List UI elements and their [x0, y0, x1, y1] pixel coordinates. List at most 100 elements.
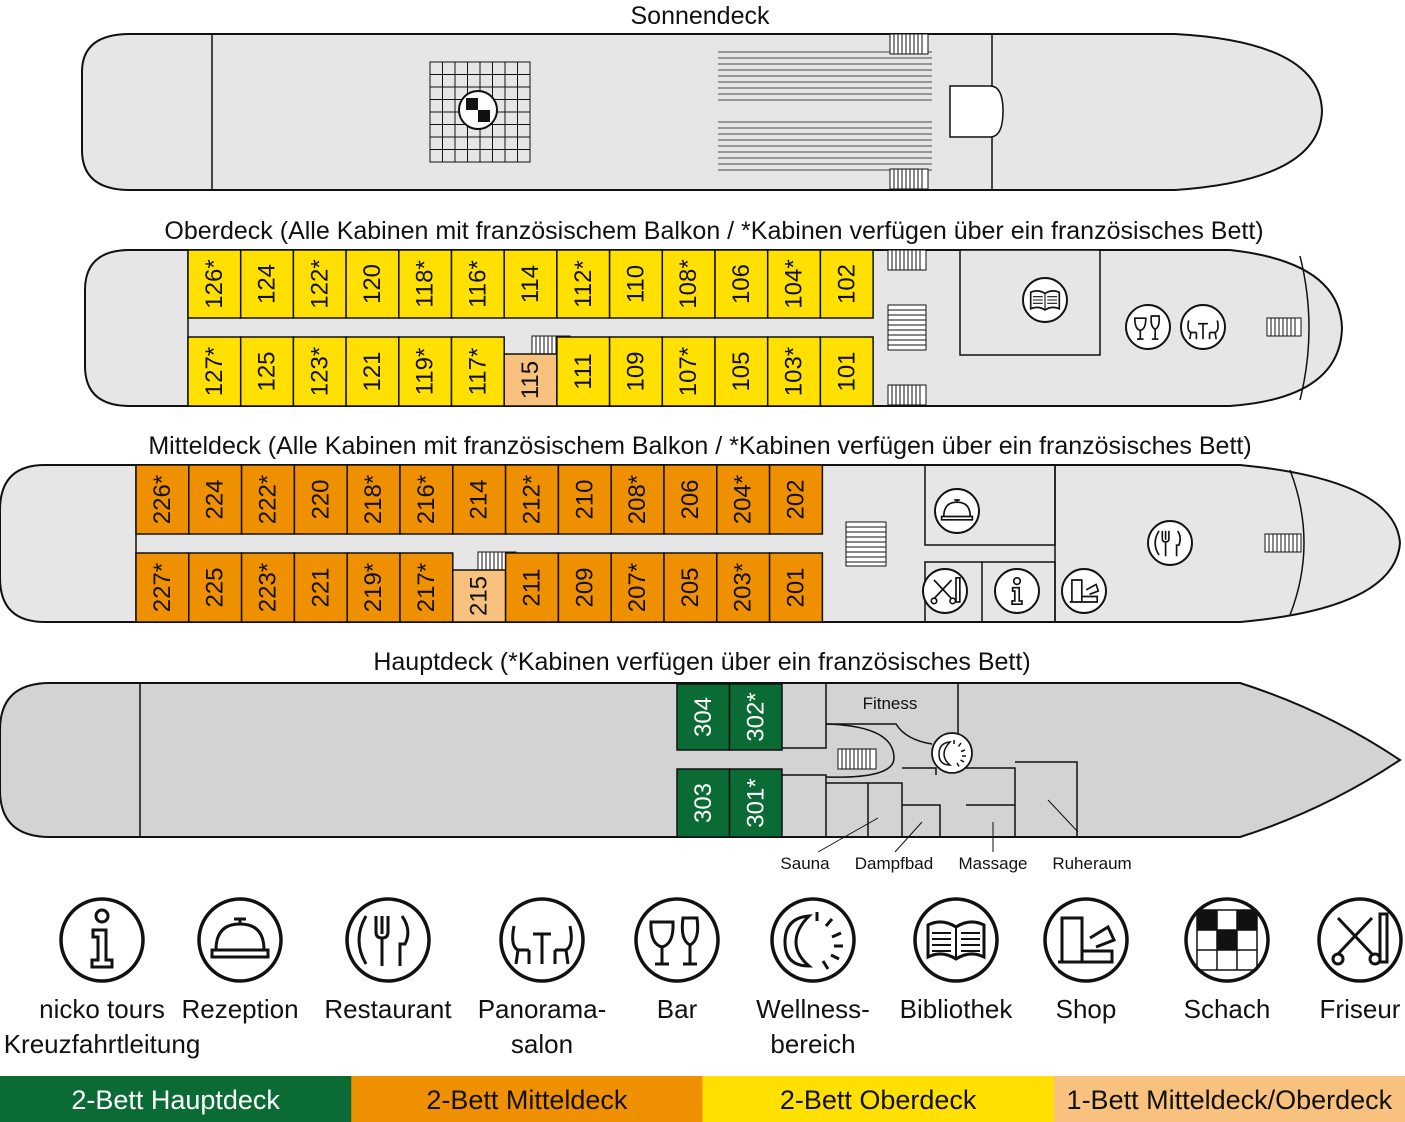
cabin-211[interactable]: 211	[504, 552, 560, 623]
cabin-119[interactable]: 119*	[398, 336, 453, 407]
cash-register-icon	[1043, 897, 1129, 983]
stairs	[887, 384, 927, 406]
cabin-number: 119*	[412, 348, 439, 396]
cabin-217[interactable]: 217*	[399, 552, 454, 623]
cabin-117[interactable]: 117*	[450, 336, 505, 407]
legend-item-scissors-comb: Friseur	[1317, 897, 1403, 1024]
cabin-number: 225	[202, 567, 229, 607]
cabin-223[interactable]: 223*	[240, 552, 296, 623]
cabin-224[interactable]: 224	[188, 464, 243, 535]
cabin-204[interactable]: 204*	[716, 464, 771, 535]
cabin-302[interactable]: 302*	[728, 683, 783, 751]
cabin-102[interactable]: 102	[819, 249, 874, 319]
cabin-123[interactable]: 123*	[292, 336, 347, 407]
cabin-127[interactable]: 127*	[187, 336, 242, 407]
cabin-216[interactable]: 216*	[399, 464, 454, 535]
cabin-101[interactable]: 101	[819, 336, 874, 407]
cabin-207[interactable]: 207*	[610, 552, 665, 623]
cabin-214[interactable]: 214	[452, 464, 507, 535]
cabin-203[interactable]: 203*	[716, 552, 771, 623]
legend-label: Bar	[657, 994, 698, 1024]
cabin-206[interactable]: 206	[663, 464, 718, 535]
fitness-label: Fitness	[863, 694, 918, 713]
legend-item-chess-board: Schach	[1184, 897, 1270, 1024]
legend-item-wine-glasses: Bar	[634, 897, 720, 1024]
reception-bell-icon	[197, 897, 283, 983]
cabin-number: 117*	[464, 348, 491, 396]
cabin-number: 112*	[570, 260, 597, 308]
sun-icon	[770, 897, 856, 983]
cutlery-plate-icon	[345, 897, 431, 983]
cabin-301[interactable]: 301*	[728, 768, 783, 838]
cabin-number: 105	[728, 351, 755, 391]
category-label: 2-Bett Mitteldeck	[426, 1085, 628, 1115]
cabin-114[interactable]: 114	[503, 249, 558, 319]
cabin-111[interactable]: 111	[556, 336, 611, 407]
cabin-220[interactable]: 220	[293, 464, 348, 535]
dampfbad-label: Dampfbad	[855, 854, 933, 873]
cabin-122[interactable]: 122*	[292, 249, 347, 319]
cabin-124[interactable]: 124	[239, 249, 295, 319]
cabin-201[interactable]: 201	[768, 552, 824, 623]
cabin-226[interactable]: 226*	[135, 464, 190, 535]
cabin-205[interactable]: 205	[663, 552, 718, 623]
cabin-210[interactable]: 210	[557, 464, 612, 535]
cabin-126[interactable]: 126*	[187, 249, 242, 319]
cabin-304[interactable]: 304	[676, 683, 731, 751]
cabin-104[interactable]: 104*	[766, 249, 822, 319]
cabin-215-single[interactable]: 215	[452, 569, 507, 623]
legend-item-sun: Wellness-bereich	[756, 897, 870, 1059]
stairs	[845, 521, 887, 567]
reception-bell-icon	[934, 488, 980, 534]
cabin-number: 202	[783, 479, 810, 519]
cabin-number: 214	[466, 479, 493, 519]
cabin-109[interactable]: 109	[608, 336, 664, 407]
cabin-number: 226*	[149, 475, 176, 524]
cabin-number: 223*	[255, 563, 282, 612]
legend-label: bereich	[770, 1029, 855, 1059]
cabin-number: 216*	[413, 475, 440, 524]
cabin-303[interactable]: 303	[676, 768, 731, 838]
cabin-105[interactable]: 105	[714, 336, 769, 407]
cabin-115-single[interactable]: 115	[503, 353, 558, 407]
cabin-225[interactable]: 225	[188, 552, 243, 623]
stairs	[889, 33, 929, 55]
legend-item-reception-bell: Rezeption	[181, 897, 299, 1024]
legend-item-lounge-table: Panorama-salon	[478, 897, 606, 1059]
cabin-number: 208*	[624, 475, 651, 524]
cabin-110[interactable]: 110	[608, 249, 664, 319]
cabin-number: 127*	[201, 347, 228, 396]
cabin-number: 110	[622, 265, 649, 303]
cabin-number: 126*	[201, 259, 228, 308]
cabin-103[interactable]: 103*	[766, 336, 822, 407]
cabin-202[interactable]: 202	[768, 464, 824, 535]
cabin-107[interactable]: 107*	[661, 336, 716, 407]
cabin-221[interactable]: 221	[293, 552, 348, 623]
cabin-125[interactable]: 125	[239, 336, 295, 407]
cabin-222[interactable]: 222*	[240, 464, 296, 535]
cabin-212[interactable]: 212*	[504, 464, 560, 535]
cabin-number: 121	[359, 351, 386, 391]
cabin-209[interactable]: 209	[557, 552, 612, 623]
cabin-120[interactable]: 120	[345, 249, 400, 319]
cabin-112[interactable]: 112*	[556, 249, 611, 319]
cabin-116[interactable]: 116*	[450, 249, 505, 319]
legend-item-open-book: Bibliothek	[900, 897, 1013, 1024]
cabin-219[interactable]: 219*	[346, 552, 401, 623]
cabin-106[interactable]: 106	[714, 249, 769, 319]
cabin-208[interactable]: 208*	[610, 464, 665, 535]
chess-board-icon	[1184, 897, 1270, 983]
cabin-number: 116*	[464, 260, 491, 308]
cabin-118[interactable]: 118*	[398, 249, 453, 319]
cabin-121[interactable]: 121	[345, 336, 400, 407]
cabin-108[interactable]: 108*	[661, 249, 716, 319]
cabin-227[interactable]: 227*	[135, 552, 190, 623]
cabin-number: 301*	[742, 778, 769, 827]
stairs	[887, 249, 927, 271]
cabin-218[interactable]: 218*	[346, 464, 401, 535]
